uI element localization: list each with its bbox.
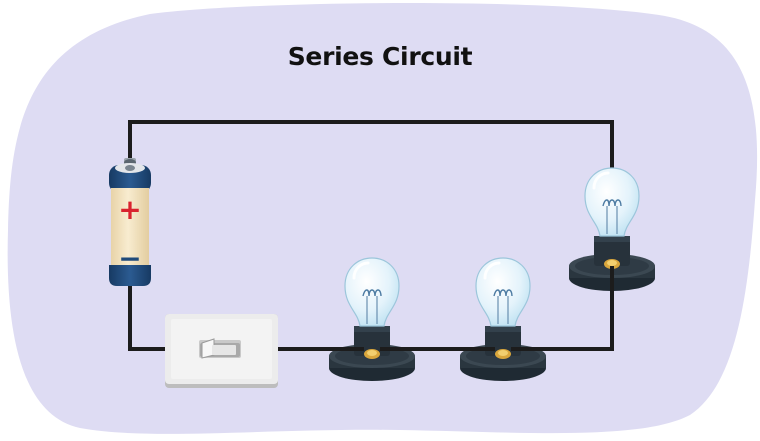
switch: [165, 314, 278, 388]
battery-positive-symbol: +: [118, 193, 141, 226]
battery: [109, 158, 151, 286]
diagram-title: Series Circuit: [287, 42, 473, 71]
bulb-connections: [330, 266, 614, 351]
battery-negative-symbol: −: [118, 242, 141, 275]
